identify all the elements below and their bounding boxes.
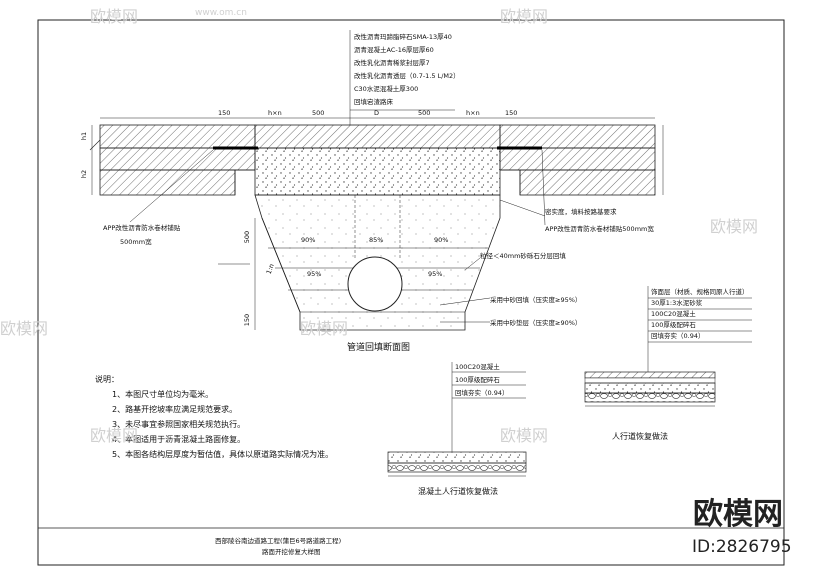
concrete-slab (254, 147, 501, 196)
sidewalk-detail (584, 286, 752, 407)
sidewalk-layer-2: 30厚1:3水泥砂浆 (651, 299, 703, 307)
concrete-walk-layer-2: 100厚级配碎石 (455, 376, 500, 384)
watermark-id: ID:2826795 (692, 537, 792, 557)
watermark-brand-top-right: 欧模网 (500, 7, 549, 26)
callout-sand-fill: 采用中砂回填（压实度≥95%） (490, 296, 582, 304)
layer-note-5: C30水泥混凝土厚300 (354, 85, 419, 93)
base-layer-left (99, 147, 256, 171)
sidewalk-layer-4: 100厚级配碎石 (651, 321, 696, 329)
dim-left-hxn: h×n (268, 109, 282, 117)
note-item-3: 3、未尽事宜参照国家相关规范执行。 (112, 420, 246, 429)
concrete-walk-layer-1: 100C20混凝土 (455, 363, 500, 371)
pipe (347, 256, 403, 312)
watermark-brand-lower-mid: 欧模网 (500, 426, 549, 445)
base-layer-right (499, 147, 656, 171)
compaction-top-right: 90% (434, 236, 449, 244)
section-title: 管道回填断面图 (347, 343, 411, 353)
dim-150-side: 150 (243, 313, 252, 327)
notes-heading: 说明： (95, 375, 119, 384)
drawing-name: 路面开挖修复大样图 (262, 548, 321, 556)
dim-500-side: 500 (243, 230, 252, 244)
callout-app-right: APP改性沥青防水卷材铺贴500mm宽 (545, 225, 654, 233)
note-item-1: 1、本图尺寸单位均为毫米。 (112, 390, 214, 399)
note-item-4: 4、本图适用于沥青混凝土路面修复。 (112, 435, 246, 444)
note-item-2: 2、路基开挖坡率应满足规范要求。 (112, 405, 238, 414)
dim-left-500: 500 (312, 109, 325, 117)
layer-note-1: 改性沥青玛蹄脂碎石SMA-13厚40 (354, 33, 452, 41)
compaction-mid-right: 95% (428, 270, 443, 278)
callout-app-left-1: APP改性沥青防水卷材铺贴 (103, 224, 181, 232)
callout-app-left-2: 500mm宽 (120, 238, 152, 246)
sidewalk-layer-1: 饰面层（材质、规格同原人行道） (651, 288, 749, 296)
compaction-top-left: 90% (301, 236, 316, 244)
compaction-mid-left: 95% (307, 270, 322, 278)
callout-sand-bed: 采用中砂垫层（压实度≥90%） (490, 319, 582, 327)
sidewalk-layer-5: 回填夯实（0.94） (651, 332, 705, 340)
concrete-walk-title: 混凝土人行道恢复做法 (418, 487, 498, 496)
note-item-5: 5、本图各结构层厚度为暂估值，具体以原道路实际情况为准。 (112, 450, 334, 459)
layer-note-6: 回填宕渣路床 (354, 98, 393, 106)
concrete-walk-detail (387, 362, 527, 477)
layer-note-4: 改性乳化沥青透层（0.7-1.5 L/M2） (354, 72, 460, 80)
watermark-url-top-left: www.om.cn (195, 8, 247, 18)
watermark-brand-mid-left: 欧模网 (0, 319, 49, 338)
dim-right-hxn: h×n (466, 109, 480, 117)
outer-frame (37, 19, 785, 566)
surface-layer-right (499, 124, 656, 149)
sidewalk-title: 人行道恢复做法 (612, 432, 668, 441)
dim-center-d: D (374, 109, 380, 117)
callout-dense: 密实度，填料按路基要求 (545, 208, 617, 216)
watermark-brand-lower-left: 欧模网 (90, 426, 139, 445)
sidewalk-layer-3: 100C20混凝土 (651, 310, 696, 318)
dim-h1: h1 (80, 131, 89, 141)
dim-h2: h2 (80, 169, 89, 179)
subbase-layer-left (99, 169, 236, 196)
dim-right-500: 500 (418, 109, 431, 117)
pipe-backfill-section (89, 30, 664, 331)
dim-right-150: 150 (505, 109, 518, 117)
surface-layer-left (99, 124, 256, 149)
watermark-logo: 欧模网 (693, 497, 783, 532)
layer-note-3: 改性乳化沥青稀浆封层厚7 (354, 59, 430, 67)
layer-note-2: 沥青混凝土AC-16厚层厚60 (354, 46, 434, 54)
watermark-brand-top-left: 欧模网 (90, 7, 139, 26)
concrete-walk-layer-3: 回填夯实（0.94） (455, 389, 509, 397)
callout-gravel: 粒径＜40mm砂砾石分层回填 (480, 252, 566, 260)
surface-layer-center (254, 124, 501, 149)
watermark-brand-mid-right: 欧模网 (710, 217, 759, 236)
watermark-brand-center: 欧模网 (300, 319, 349, 338)
compaction-top-mid: 85% (369, 236, 384, 244)
dim-left-150: 150 (218, 109, 231, 117)
subbase-layer-right (519, 169, 656, 196)
project-name: 西部陵谷南边道路工程(蒲巨6号路道路工程) (215, 537, 342, 545)
